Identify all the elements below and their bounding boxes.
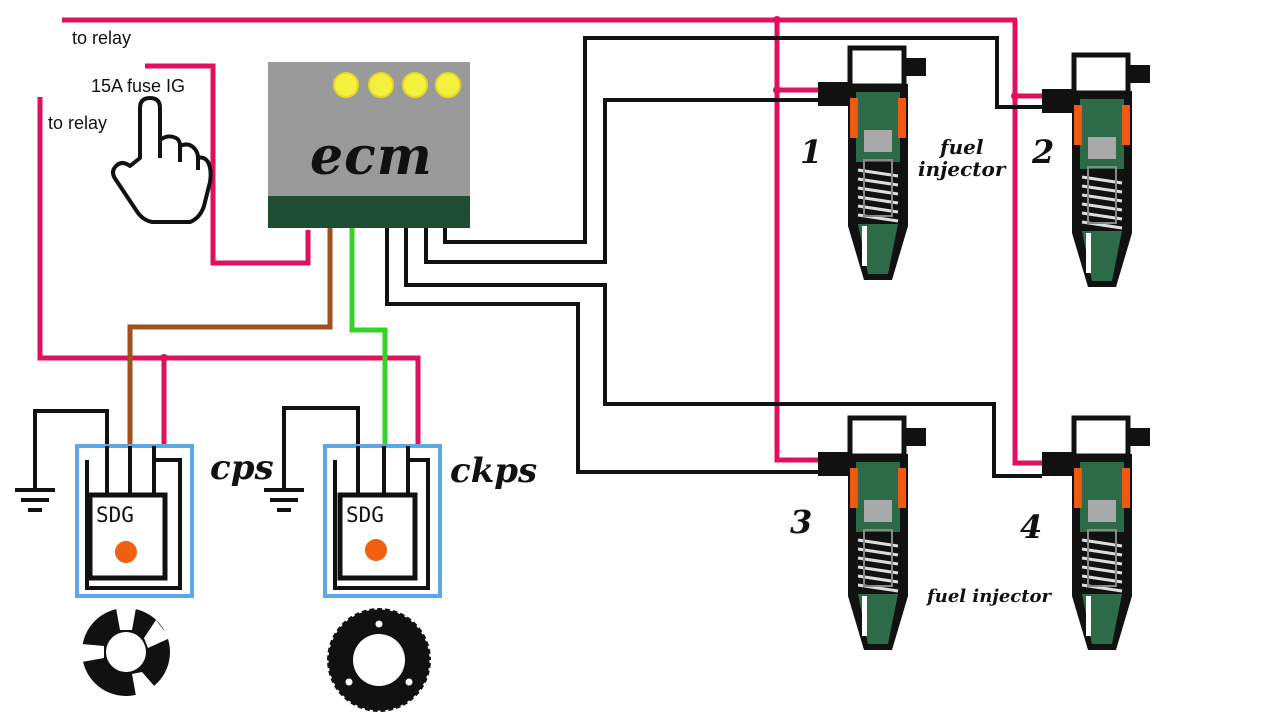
- ckps-sensor: [323, 444, 442, 598]
- injector-number-2: 2: [1032, 133, 1055, 171]
- injector-number-3: 3: [790, 503, 813, 541]
- ecm-led: [368, 72, 394, 98]
- crank-reluctor-icon: [325, 606, 433, 714]
- injector-number-1: 1: [800, 133, 823, 171]
- sensor-dot: [115, 541, 137, 563]
- ground-wires: [33, 406, 360, 488]
- ecm-led: [333, 72, 359, 98]
- to-relay-top-label: to relay: [72, 28, 132, 48]
- fuel-injector-3: [818, 415, 926, 650]
- pointing-hand-icon: [111, 96, 213, 224]
- fuse-label: 15A fuse IG: [91, 76, 186, 96]
- ecm-led: [402, 72, 428, 98]
- ckps-signal-wire: [349, 228, 388, 446]
- cps-label: cps: [210, 448, 274, 488]
- sensor-dot: [365, 539, 387, 561]
- injector-wires: [385, 36, 1042, 478]
- ecm-led: [435, 72, 461, 98]
- ecm-label: ecm: [310, 126, 433, 187]
- cam-reluctor-icon: [82, 608, 170, 696]
- ecm-unit: [268, 62, 470, 228]
- cps-signal-wire: [127, 228, 333, 446]
- cps-sensor: [75, 444, 194, 598]
- cps-sdg-label: SDG: [96, 503, 134, 527]
- fuel-injector-1: [818, 45, 926, 280]
- ckps-label: ckps: [450, 451, 538, 491]
- to-relay-left-label: to relay: [48, 113, 108, 133]
- ckps-sdg-label: SDG: [346, 503, 384, 527]
- power-wires: [37, 17, 1042, 466]
- fuel-injector-4: [1042, 415, 1150, 650]
- injector-number-4: 4: [1020, 508, 1043, 546]
- fuel-injector-label-lower: fuel injector: [927, 586, 1052, 607]
- ground-symbol-icon: [15, 488, 55, 512]
- fuel-injector-2: [1042, 52, 1150, 287]
- ground-symbol-icon: [264, 488, 304, 512]
- fuel-injector-label-upper: fuel injector: [918, 135, 1006, 181]
